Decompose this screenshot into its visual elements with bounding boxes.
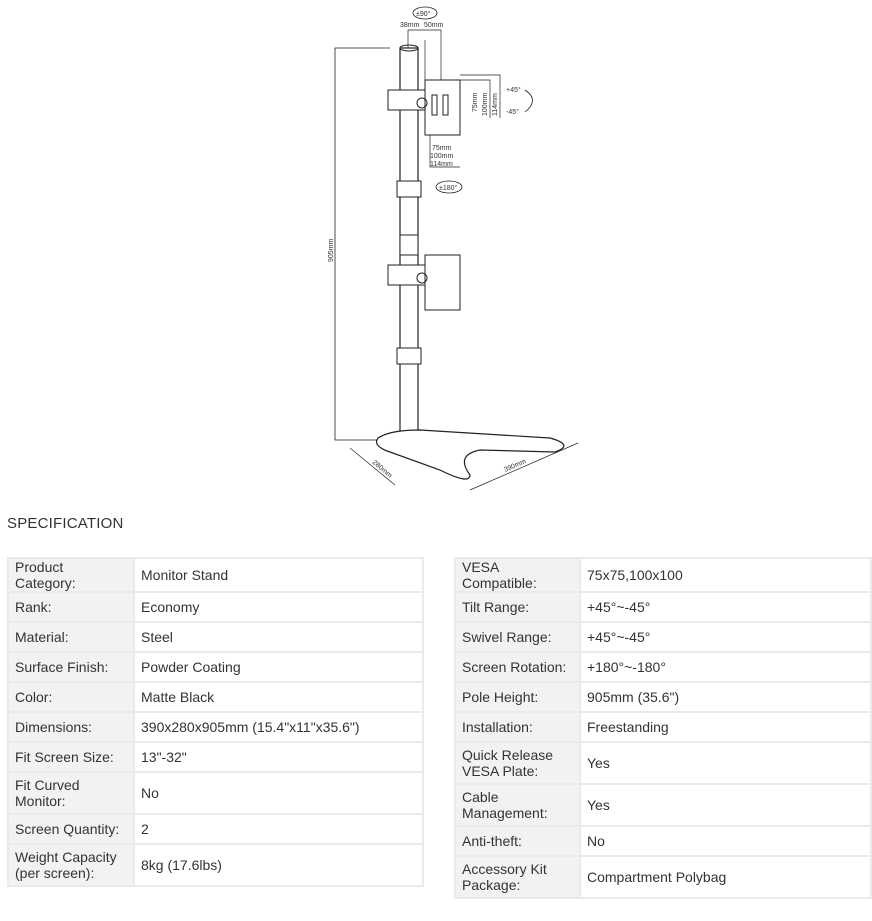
spec-row: Dimensions:390x280x905mm (15.4"x11"x35.6…: [7, 711, 424, 743]
spec-value: Yes: [579, 783, 872, 827]
spec-label: Dimensions:: [7, 711, 135, 743]
spec-row: Product Category:Monitor Stand: [7, 557, 424, 593]
vesa-v114-label: 114mm: [492, 93, 499, 116]
spec-row: Anti-theft:No: [454, 825, 872, 857]
spec-value: Freestanding: [579, 711, 872, 743]
spec-row: Cable Management:Yes: [454, 783, 872, 827]
spec-value: No: [579, 825, 872, 857]
spec-row: VESA Compatible:75x75,100x100: [454, 557, 872, 593]
spec-value: Yes: [579, 741, 872, 785]
spec-value: 13"-32": [133, 741, 424, 773]
spec-row: Surface Finish:Powder Coating: [7, 651, 424, 683]
tilt-up-label: +45°: [506, 86, 521, 94]
spec-label: Pole Height:: [454, 681, 581, 713]
spec-row: Rank:Economy: [7, 591, 424, 623]
spec-label: Screen Rotation:: [454, 651, 581, 683]
tilt-down-label: -45°: [506, 108, 519, 116]
spec-label: Weight Capacity (per screen):: [7, 843, 135, 887]
spec-value: Steel: [133, 621, 424, 653]
spec-label: Installation:: [454, 711, 581, 743]
vesa-v100-label: 100mm: [482, 92, 489, 116]
spec-label: Cable Management:: [454, 783, 581, 827]
spec-value: +180°~-180°: [579, 651, 872, 683]
vesa-h114-label: 114mm: [430, 161, 453, 168]
spec-label: Anti-theft:: [454, 825, 581, 857]
spec-label: VESA Compatible:: [454, 557, 581, 593]
spec-row: Accessory Kit Package:Compartment Polyba…: [454, 855, 872, 899]
spec-label: Screen Quantity:: [7, 813, 135, 845]
spec-label: Fit Screen Size:: [7, 741, 135, 773]
spec-label: Tilt Range:: [454, 591, 581, 623]
spec-row: Material:Steel: [7, 621, 424, 653]
spec-value: 8kg (17.6lbs): [133, 843, 424, 887]
vesa-h100-label: 100mm: [430, 153, 454, 160]
spec-row: Installation:Freestanding: [454, 711, 872, 743]
spec-value: Matte Black: [133, 681, 424, 713]
rotate-label: ±90°: [416, 10, 431, 18]
spec-row: Tilt Range:+45°~-45°: [454, 591, 872, 623]
spec-value: 390x280x905mm (15.4"x11"x35.6"): [133, 711, 424, 743]
spec-row: Screen Quantity:2: [7, 813, 424, 845]
vesa-v75-label: 75mm: [472, 92, 479, 112]
spec-value: Powder Coating: [133, 651, 424, 683]
spec-value: Economy: [133, 591, 424, 623]
spec-label: Color:: [7, 681, 135, 713]
spec-value: No: [133, 771, 424, 815]
spec-value: 2: [133, 813, 424, 845]
spec-label: Rank:: [7, 591, 135, 623]
offset-a-label: 38mm: [400, 22, 420, 29]
product-diagram: ±90° 38mm 50mm +45° -45° 75mm 100mm 114m…: [328, 6, 579, 491]
spec-label: Product Category:: [7, 557, 135, 593]
spec-row: Color:Matte Black: [7, 681, 424, 713]
spec-row: Pole Height:905mm (35.6"): [454, 681, 872, 713]
spec-value: 75x75,100x100: [579, 557, 872, 593]
spec-row: Weight Capacity (per screen):8kg (17.6lb…: [7, 843, 424, 887]
offset-b-label: 50mm: [424, 22, 444, 29]
vesa-h75-label: 75mm: [432, 145, 452, 152]
spec-row: Screen Rotation:+180°~-180°: [454, 651, 872, 683]
spec-row: Fit Curved Monitor:No: [7, 771, 424, 815]
spec-row: Quick Release VESA Plate:Yes: [454, 741, 872, 785]
spec-value: 905mm (35.6"): [579, 681, 872, 713]
spec-label: Swivel Range:: [454, 621, 581, 653]
spec-value: Compartment Polybag: [579, 855, 872, 899]
height-label: 905mm: [328, 238, 335, 262]
depth-label: 280mm: [371, 459, 394, 479]
spec-label: Fit Curved Monitor:: [7, 771, 135, 815]
spec-label: Surface Finish:: [7, 651, 135, 683]
spec-row: Swivel Range:+45°~-45°: [454, 621, 872, 653]
spec-label: Quick Release VESA Plate:: [454, 741, 581, 785]
swivel-label: ±180°: [439, 184, 458, 192]
spec-value: Monitor Stand: [133, 557, 424, 593]
spec-label: Accessory Kit Package:: [454, 855, 581, 899]
spec-row: Fit Screen Size:13"-32": [7, 741, 424, 773]
section-heading: SPECIFICATION: [7, 515, 124, 532]
spec-value: +45°~-45°: [579, 591, 872, 623]
spec-value: +45°~-45°: [579, 621, 872, 653]
spec-label: Material:: [7, 621, 135, 653]
width-label: 390mm: [503, 458, 527, 474]
